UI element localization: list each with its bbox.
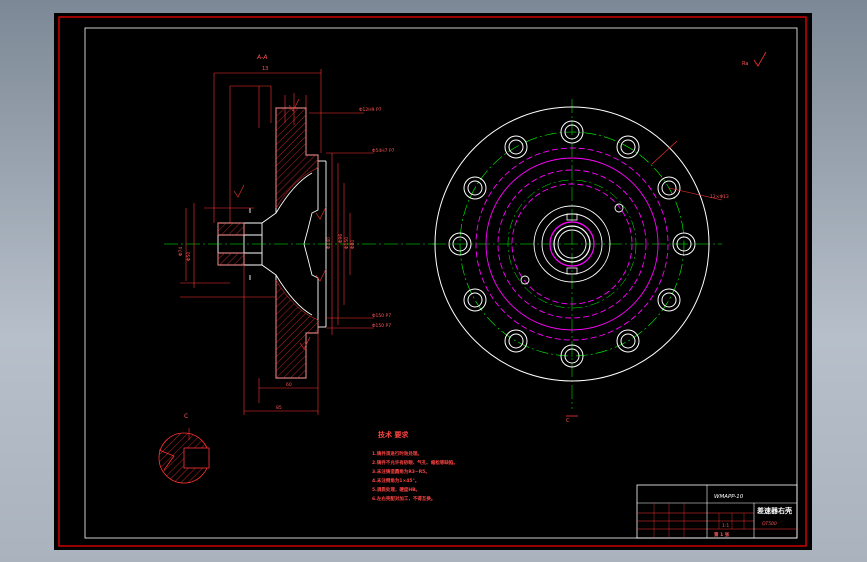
hatch-hub-top — [217, 222, 245, 236]
dim-holes-note: 12×Φ13 — [710, 194, 729, 200]
bolt-hole-10 — [616, 135, 640, 159]
bolt-hole-11 — [657, 176, 681, 200]
bolt-hole-3 — [560, 344, 584, 368]
scale-label: 1:1 — [722, 523, 729, 529]
dim-hub-length: 85 — [276, 405, 282, 411]
material-label: QT500 — [762, 521, 777, 527]
tech-heading: 技术 要求 — [378, 430, 409, 439]
label-c-bottom: C — [566, 418, 570, 424]
hub-circle-1 — [533, 205, 611, 283]
title-block — [636, 484, 798, 539]
holes-leader — [668, 187, 723, 201]
roughness-callouts — [233, 98, 327, 350]
drawing-canvas: A-A 13 — [58, 16, 807, 547]
bolt-hole-0 — [672, 232, 696, 256]
bolt-hole-6 — [448, 232, 472, 256]
bolt-hole-1 — [657, 288, 681, 312]
bolt-hole-2 — [616, 329, 640, 353]
spline-bottom — [566, 267, 578, 275]
sheet-label: 第 1 张 — [714, 531, 730, 538]
dim-dia-d: Φ80 — [350, 240, 356, 249]
section-label: A-A — [256, 54, 267, 61]
dim-tol-4: Φ150 P7 — [372, 323, 391, 329]
tech-item: 3.未注铸造圆角为R3~R5。 — [372, 468, 430, 475]
roughness-note: Ra — [742, 61, 748, 67]
bolt-hole-7 — [463, 176, 487, 200]
bolt-hole-4 — [504, 329, 528, 353]
detail-sector — [158, 449, 175, 471]
pin-hole-right — [614, 203, 624, 213]
dim-overall-width: 13 — [262, 66, 268, 72]
tech-item: 1.铸件须进行时效处理。 — [372, 450, 422, 457]
dim-diameter-bore: Φ50 — [186, 252, 192, 261]
detail-label: C — [184, 413, 188, 420]
hatch-upper — [275, 107, 319, 209]
hatch-lower — [275, 279, 319, 379]
flange-outer-circle — [434, 106, 710, 382]
bolt-circle — [459, 131, 685, 357]
pin-hole-left — [520, 275, 530, 285]
dim-dia-c: Φ150 — [344, 237, 350, 249]
bottom-dimensions — [243, 265, 319, 415]
bore-circle-1 — [549, 221, 595, 267]
hidden-circle-2 — [485, 157, 659, 331]
dim-dia-a: Φ74 — [178, 247, 184, 256]
detail-key-slot — [183, 447, 210, 469]
left-dimensions — [180, 203, 276, 298]
drawing-title: 差速器右壳 — [757, 506, 792, 515]
dim-dia-b: Φ96 — [338, 234, 344, 243]
hub-outer-circle — [511, 183, 633, 305]
bolt-hole-5 — [463, 288, 487, 312]
right-dimensions — [309, 112, 374, 335]
dim-tol-1: Φ12H9 P7 — [359, 107, 382, 113]
tech-item: 2.铸件不允许有砂眼、气孔、缩松等缺陷。 — [372, 459, 458, 466]
tech-item: 6.左右壳配对加工，不得互换。 — [372, 495, 435, 502]
part-code: WMAPP-10 — [714, 494, 744, 500]
section-view: A-A 13 — [164, 54, 434, 415]
dim-length-60: 60 — [286, 382, 292, 388]
inner-frame — [84, 27, 798, 539]
dim-tol-3: Φ150 P7 — [372, 313, 391, 319]
detail-view: C — [158, 413, 210, 484]
bolt-hole-8 — [504, 135, 528, 159]
hidden-circle-3 — [497, 169, 647, 319]
tech-item: 4.未注倒角为1×45°。 — [372, 477, 419, 484]
front-view: 12×Φ13 C — [432, 99, 729, 424]
technical-requirements: 技术 要求 1.铸件须进行时效处理。 2.铸件不允许有砂眼、气孔、缩松等缺陷。 … — [372, 430, 458, 502]
top-leader — [651, 140, 678, 165]
tech-item: 5.调质处理，硬度HB。 — [372, 486, 420, 493]
bolt-hole-9 — [560, 120, 584, 144]
pitch-circle — [507, 179, 637, 309]
hatch-hub-bottom — [217, 252, 245, 266]
dim-tol-2: Φ54H7 P7 — [372, 148, 395, 154]
hidden-circle-1 — [475, 147, 669, 341]
roughness-symbol — [753, 51, 767, 67]
outer-border — [58, 16, 807, 547]
drawing-sheet: A-A 13 — [54, 13, 812, 550]
bore-circle-3 — [557, 229, 587, 259]
bore-circle-2 — [553, 225, 591, 263]
spline-top — [566, 213, 578, 221]
dim-dia-e: Φ240 — [326, 237, 332, 249]
